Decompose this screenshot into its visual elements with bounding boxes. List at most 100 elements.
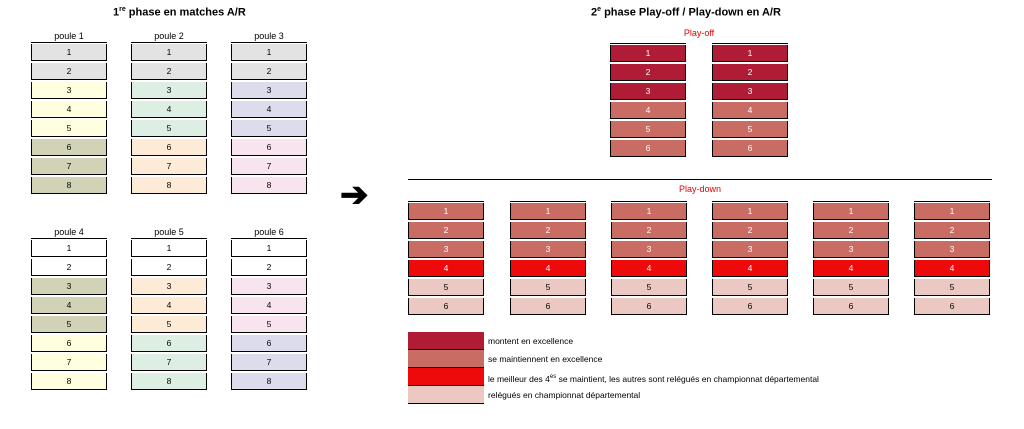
legend-swatch (408, 368, 484, 386)
rank-cell: 5 (712, 279, 788, 296)
rank-cell: 3 (712, 241, 788, 258)
rank-cell: 5 (510, 279, 586, 296)
rank-cell: 6 (611, 298, 687, 315)
pool-label: poule 6 (231, 226, 307, 239)
rank-cell: 3 (31, 278, 107, 295)
rank-cell: 2 (712, 64, 788, 81)
pool-label: poule 3 (231, 30, 307, 43)
rank-cell: 1 (408, 203, 484, 220)
pool-label: poule 2 (131, 30, 207, 43)
legend-label: le meilleur des 4es se maintient, les au… (488, 373, 819, 384)
pool-label: poule 5 (131, 226, 207, 239)
rank-cell: 5 (408, 279, 484, 296)
rank-cell: 2 (131, 63, 207, 80)
rank-cell: 2 (914, 222, 990, 239)
playoff-label: Play-off (683, 28, 715, 38)
rank-cell: 3 (610, 83, 686, 100)
rank-cell: 4 (408, 260, 484, 277)
rank-cell: 3 (231, 278, 307, 295)
rank-cell: 2 (510, 222, 586, 239)
rank-cell: 3 (914, 241, 990, 258)
rank-cell: 2 (231, 259, 307, 276)
rank-cell: 3 (408, 241, 484, 258)
rank-cell: 4 (231, 101, 307, 118)
rank-cell: 1 (813, 203, 889, 220)
rank-cell: 6 (712, 140, 788, 157)
legend-swatch (408, 350, 484, 368)
rank-cell: 1 (231, 240, 307, 257)
rank-cell: 2 (611, 222, 687, 239)
rank-cell: 2 (408, 222, 484, 239)
rank-cell: 1 (31, 44, 107, 61)
phase2-title: 2e phase Play-off / Play-down en A/R (591, 6, 781, 19)
rank-cell: 1 (611, 203, 687, 220)
rank-cell: 6 (131, 335, 207, 352)
rank-cell: 8 (131, 177, 207, 194)
rank-cell: 4 (510, 260, 586, 277)
rank-cell: 1 (31, 240, 107, 257)
rank-cell: 7 (231, 354, 307, 371)
rank-cell: 4 (813, 260, 889, 277)
rank-cell: 6 (712, 298, 788, 315)
rank-cell: 7 (31, 158, 107, 175)
rank-cell: 3 (510, 241, 586, 258)
rank-cell: 5 (610, 121, 686, 138)
rank-cell: 3 (31, 82, 107, 99)
playdown-column: 1 2 3 4 5 6 (408, 201, 484, 322)
rank-cell: 3 (231, 82, 307, 99)
pool-label: poule 4 (31, 226, 107, 239)
rank-cell: 6 (31, 139, 107, 156)
rank-cell: 7 (131, 158, 207, 175)
rank-cell: 2 (813, 222, 889, 239)
rank-cell: 2 (31, 63, 107, 80)
playdown-label: Play-down (678, 184, 722, 194)
rank-cell: 5 (31, 120, 107, 137)
rank-cell: 6 (408, 298, 484, 315)
rank-cell: 6 (31, 335, 107, 352)
rank-cell: 3 (131, 278, 207, 295)
rank-cell: 6 (813, 298, 889, 315)
rank-cell: 5 (611, 279, 687, 296)
rank-cell: 7 (231, 158, 307, 175)
rank-cell: 8 (31, 373, 107, 390)
rank-cell: 8 (31, 177, 107, 194)
rank-cell: 5 (914, 279, 990, 296)
arrow-right-icon: ➔ (340, 176, 369, 214)
rank-cell: 6 (914, 298, 990, 315)
legend-label: relégués en championnat départemental (488, 390, 641, 400)
pool-label: poule 1 (31, 30, 107, 43)
rank-cell: 4 (712, 260, 788, 277)
rank-cell: 5 (31, 316, 107, 333)
rank-cell: 4 (31, 297, 107, 314)
rank-cell: 4 (231, 297, 307, 314)
rank-cell: 6 (510, 298, 586, 315)
rank-cell: 7 (131, 354, 207, 371)
legend-swatch (408, 332, 484, 350)
rank-cell: 5 (231, 120, 307, 137)
rank-cell: 3 (813, 241, 889, 258)
rank-cell: 4 (131, 101, 207, 118)
rank-cell: 4 (131, 297, 207, 314)
legend-swatch (408, 386, 484, 404)
rank-cell: 1 (610, 45, 686, 62)
rank-cell: 4 (610, 102, 686, 119)
rank-cell: 3 (712, 83, 788, 100)
rank-cell: 4 (914, 260, 990, 277)
rank-cell: 1 (131, 240, 207, 257)
rank-cell: 2 (610, 64, 686, 81)
legend-label: montent en excellence (488, 336, 574, 346)
rank-cell: 1 (231, 44, 307, 61)
rank-cell: 2 (31, 259, 107, 276)
rank-cell: 4 (712, 102, 788, 119)
